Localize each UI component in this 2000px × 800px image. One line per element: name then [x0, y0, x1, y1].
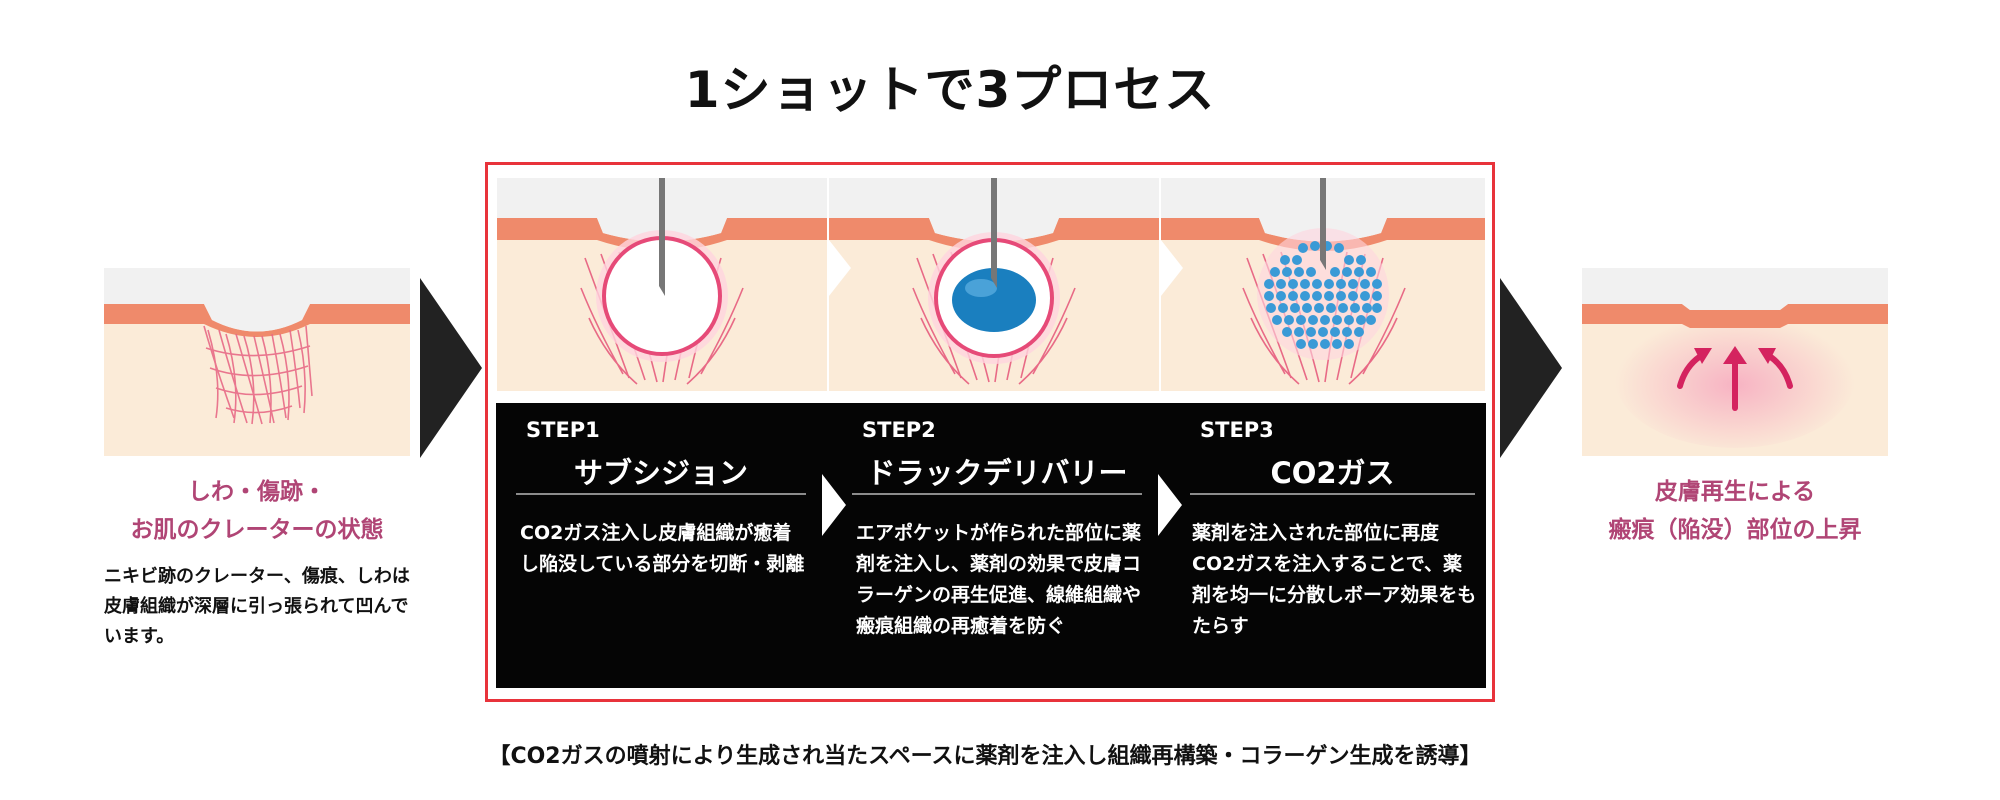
step1-name: サブシジョン [573, 456, 748, 490]
step2-illustration [829, 178, 1159, 391]
step1-illustration [497, 178, 827, 391]
step1-label: STEP1 [526, 418, 600, 442]
before-title: しわ・傷跡・ お肌のクレーターの状態 [104, 473, 410, 549]
step1-divider [516, 493, 806, 495]
before-title-line1: しわ・傷跡・ [188, 479, 326, 505]
step3-illustration [1161, 178, 1485, 391]
step-arrow-icon [822, 474, 846, 536]
process-frame [485, 162, 1495, 702]
step3-label: STEP3 [1200, 418, 1274, 442]
steps-background [496, 403, 1486, 688]
step3-divider [1190, 493, 1475, 495]
before-description: ニキビ跡のクレーター、傷痕、しわは皮膚組織が深層に引っ張られて凹んでいます。 [104, 566, 410, 647]
step2-divider [852, 493, 1142, 495]
before-skin-illustration [104, 268, 410, 456]
step2-label: STEP2 [862, 418, 936, 442]
arrow-right-icon [1500, 278, 1562, 458]
footer-caption: 【CO2ガスの噴射により生成され当たスペースに薬剤を注入し組織再構築・コラーゲン… [488, 744, 1482, 769]
after-title-line2: 瘢痕（陥没）部位の上昇 [1608, 517, 1862, 543]
step3-name: CO2ガス [1270, 456, 1395, 490]
step3-description: 薬剤を注入された部位に再度CO2ガスを注入することで、薬剤を均一に分散しボーア効… [1192, 522, 1477, 637]
after-title-line1: 皮膚再生による [1654, 479, 1816, 505]
step2-description: エアポケットが作られた部位に薬剤を注入し、薬剤の効果で皮膚コラーゲンの再生促進、… [856, 522, 1142, 637]
arrow-right-icon [420, 278, 482, 458]
before-title-line2: お肌のクレーターの状態 [130, 517, 384, 543]
step1-description: CO2ガス注入し皮膚組織が癒着し陥没している部分を切断・剥離 [520, 522, 805, 575]
step-arrow-icon [1158, 474, 1182, 536]
after-title: 皮膚再生による 瘢痕（陥没）部位の上昇 [1582, 473, 1888, 549]
after-skin-illustration [1582, 268, 1888, 456]
step2-name: ドラックデリバリー [866, 456, 1128, 490]
page-title: 1ショットで3プロセス [684, 61, 1216, 119]
